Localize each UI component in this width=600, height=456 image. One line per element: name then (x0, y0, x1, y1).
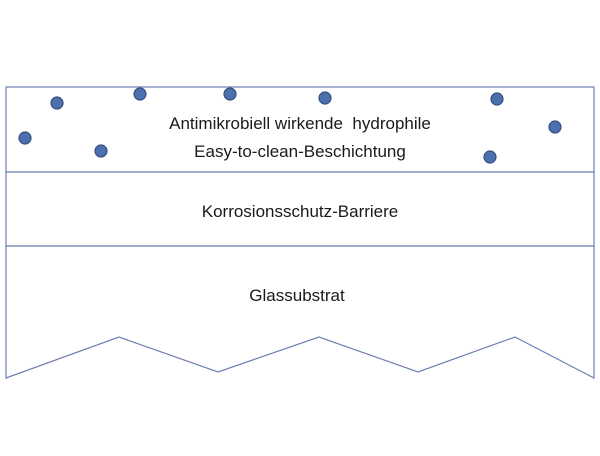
barrier-layer: Korrosionsschutz-Barriere (5, 171, 595, 247)
particle-group (18, 87, 562, 164)
particle (548, 120, 562, 134)
substrate-outline (5, 245, 595, 379)
particle (50, 96, 64, 110)
particle (223, 87, 237, 101)
coating-label-line-2: Easy-to-clean-Beschichtung (194, 142, 406, 161)
particle (18, 131, 32, 145)
substrate-label: Glassubstrat (249, 286, 345, 305)
particle (318, 91, 332, 105)
substrate-layer: Glassubstrat (5, 245, 595, 379)
barrier-layer-box (5, 171, 595, 247)
coating-label-line-1: Antimikrobiell wirkende hydrophile (169, 114, 431, 133)
coating-layer: Antimikrobiell wirkende hydrophile Easy-… (5, 86, 595, 173)
particle (94, 144, 108, 158)
particle (483, 150, 497, 164)
particle (490, 92, 504, 106)
barrier-label: Korrosionsschutz-Barriere (202, 202, 399, 221)
particle (133, 87, 147, 101)
